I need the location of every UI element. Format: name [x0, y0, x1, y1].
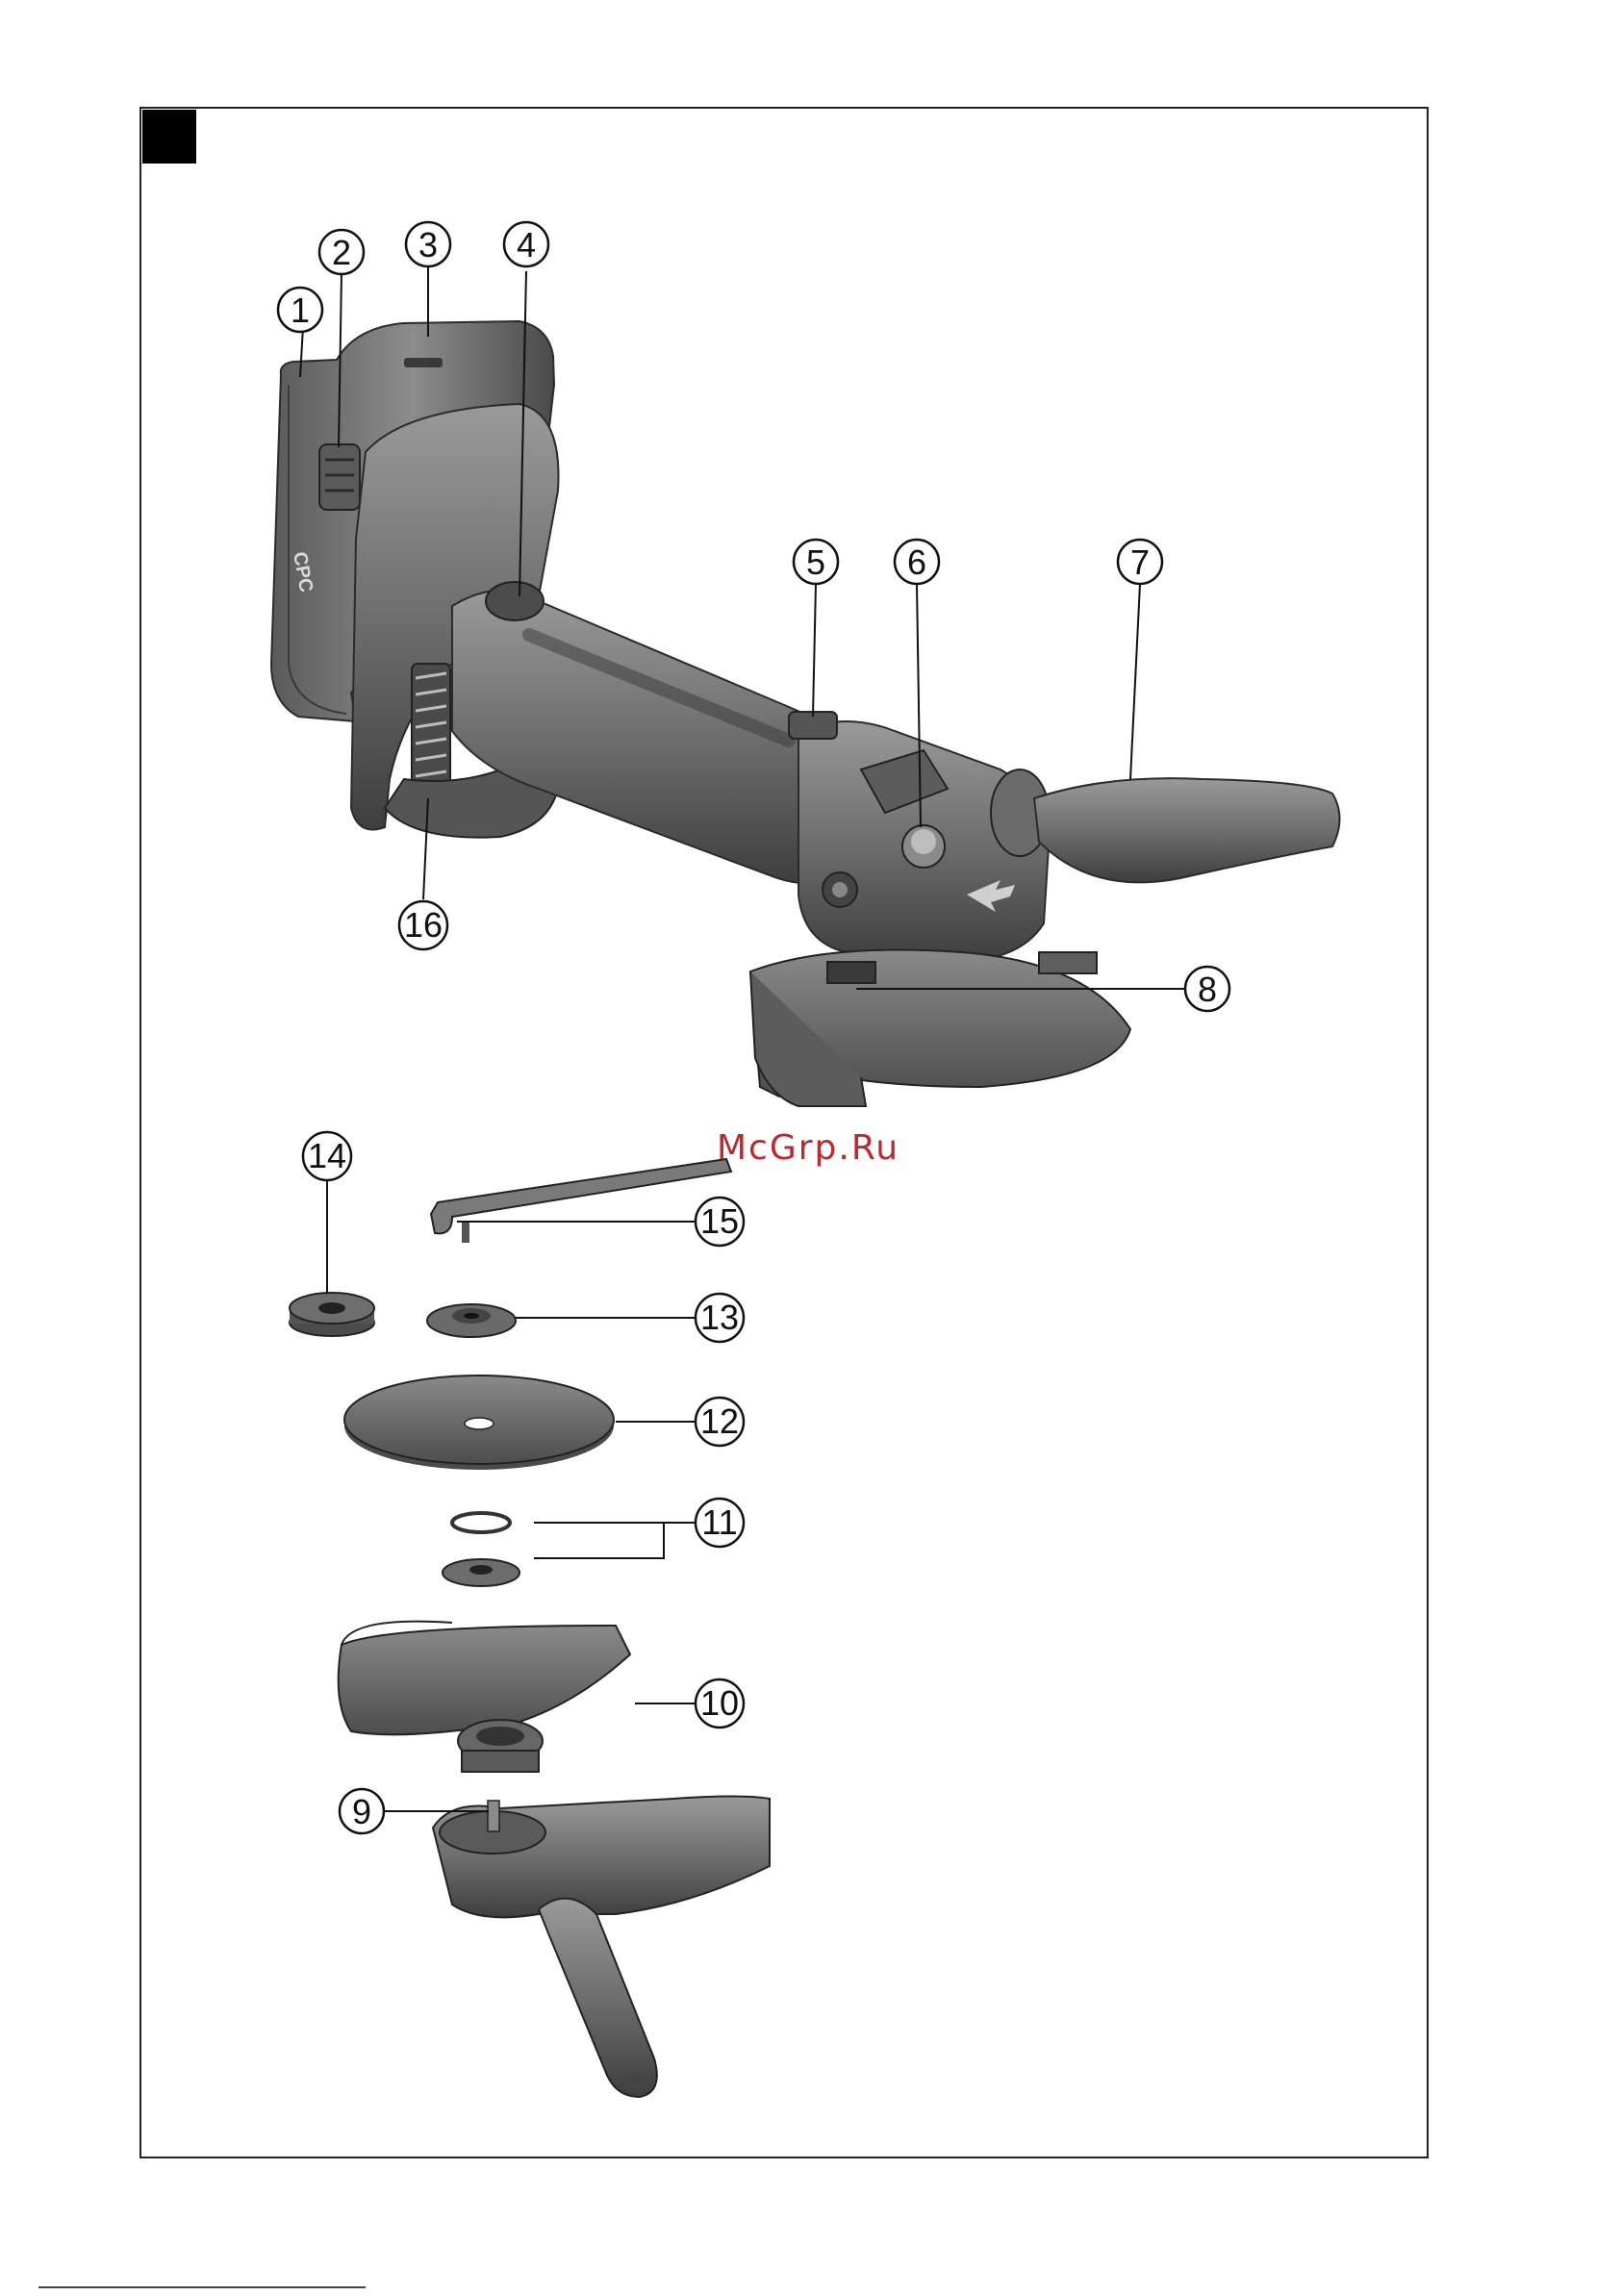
svg-text:13: 13 — [700, 1298, 739, 1337]
callout-4: 4 — [504, 222, 548, 266]
svg-text:12: 12 — [700, 1401, 739, 1441]
clamping-nut — [427, 1304, 516, 1337]
air-vents — [412, 664, 450, 798]
callout-16: 16 — [399, 901, 447, 949]
callout-2: 2 — [319, 230, 364, 274]
charge-indicator — [404, 358, 443, 367]
watermark: McGrp.Ru — [717, 1128, 899, 1168]
svg-text:7: 7 — [1130, 542, 1150, 582]
grinder-head-lower-view — [433, 1797, 770, 2098]
svg-text:2: 2 — [332, 233, 351, 272]
section-marker — [142, 110, 196, 164]
callout-3: 3 — [406, 222, 450, 266]
protective-guard — [339, 1622, 630, 1772]
svg-text:1: 1 — [291, 290, 310, 330]
battery-release-button — [319, 444, 360, 510]
svg-text:11: 11 — [701, 1502, 737, 1542]
callout-5: 5 — [794, 540, 838, 584]
quick-release-nut — [290, 1293, 374, 1336]
rear-switch-ring — [486, 582, 544, 620]
callout-15: 15 — [696, 1198, 744, 1246]
callout-14: 14 — [303, 1132, 351, 1180]
callout-12: 12 — [696, 1398, 744, 1446]
callout-9: 9 — [340, 1789, 384, 1833]
cutting-disc — [344, 1375, 614, 1470]
svg-text:9: 9 — [352, 1792, 371, 1831]
two-pin-spanner — [431, 1159, 731, 1243]
svg-text:14: 14 — [308, 1136, 346, 1175]
callout-11: 11 — [696, 1499, 744, 1547]
callout-8: 8 — [1185, 967, 1229, 1011]
callout-13: 13 — [696, 1294, 744, 1342]
leader-line — [813, 584, 816, 717]
callout-7: 7 — [1118, 540, 1162, 584]
leader-line — [1130, 584, 1140, 779]
callout-10: 10 — [696, 1679, 744, 1728]
svg-text:4: 4 — [517, 225, 536, 265]
backing-flange — [443, 1513, 519, 1586]
callout-6: 6 — [895, 540, 939, 584]
svg-text:6: 6 — [907, 542, 926, 582]
leader-line — [534, 1523, 664, 1558]
spindle — [488, 1801, 499, 1831]
svg-text:16: 16 — [404, 905, 443, 945]
svg-text:3: 3 — [418, 225, 438, 265]
wheel-guard — [750, 950, 1130, 1107]
svg-text:8: 8 — [1198, 970, 1217, 1009]
svg-text:15: 15 — [700, 1201, 739, 1241]
svg-text:10: 10 — [700, 1683, 739, 1723]
svg-text:5: 5 — [806, 542, 825, 582]
callout-1: 1 — [278, 288, 322, 332]
